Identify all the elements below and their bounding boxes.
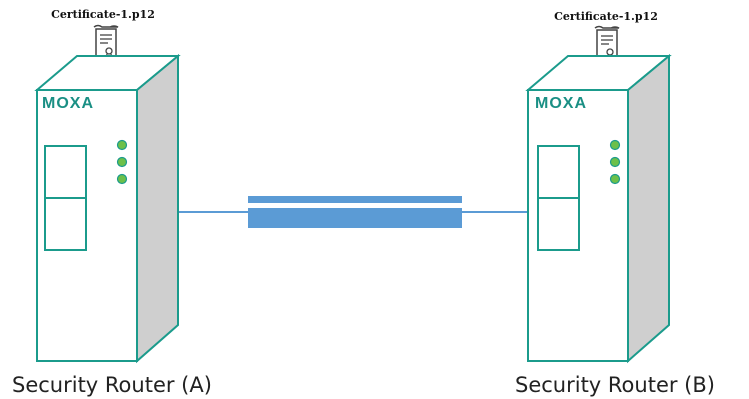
status-led-3 (116, 173, 128, 185)
moxa-logo: MOXA (535, 95, 587, 112)
ethernet-port-top (537, 145, 580, 199)
status-led-1 (116, 139, 128, 151)
certificate-filename-a: Certificate-1.p12 (51, 8, 155, 21)
connection-link (178, 196, 528, 228)
ethernet-port-bottom (537, 197, 580, 251)
ethernet-port-top (44, 145, 87, 199)
ethernet-port-bottom (44, 197, 87, 251)
status-led-3 (609, 173, 621, 185)
certificate-filename-b: Certificate-1.p12 (554, 10, 658, 23)
device-side (627, 53, 670, 364)
status-led-2 (609, 156, 621, 168)
router-label-a: Security Router (A) (12, 373, 212, 397)
security-router-a: Certificate-1.p12 MOXA Security Router (… (12, 8, 212, 397)
router-label-b: Security Router (B) (515, 373, 715, 397)
moxa-logo: MOXA (42, 95, 94, 112)
security-router-b: Certificate-1.p12 MOXA Security Router (… (515, 10, 715, 397)
vpn-tunnel-bottom-bar (248, 208, 462, 228)
status-led-2 (116, 156, 128, 168)
vpn-tunnel-top-bar (248, 196, 462, 203)
device-side (136, 53, 179, 364)
status-led-1 (609, 139, 621, 151)
